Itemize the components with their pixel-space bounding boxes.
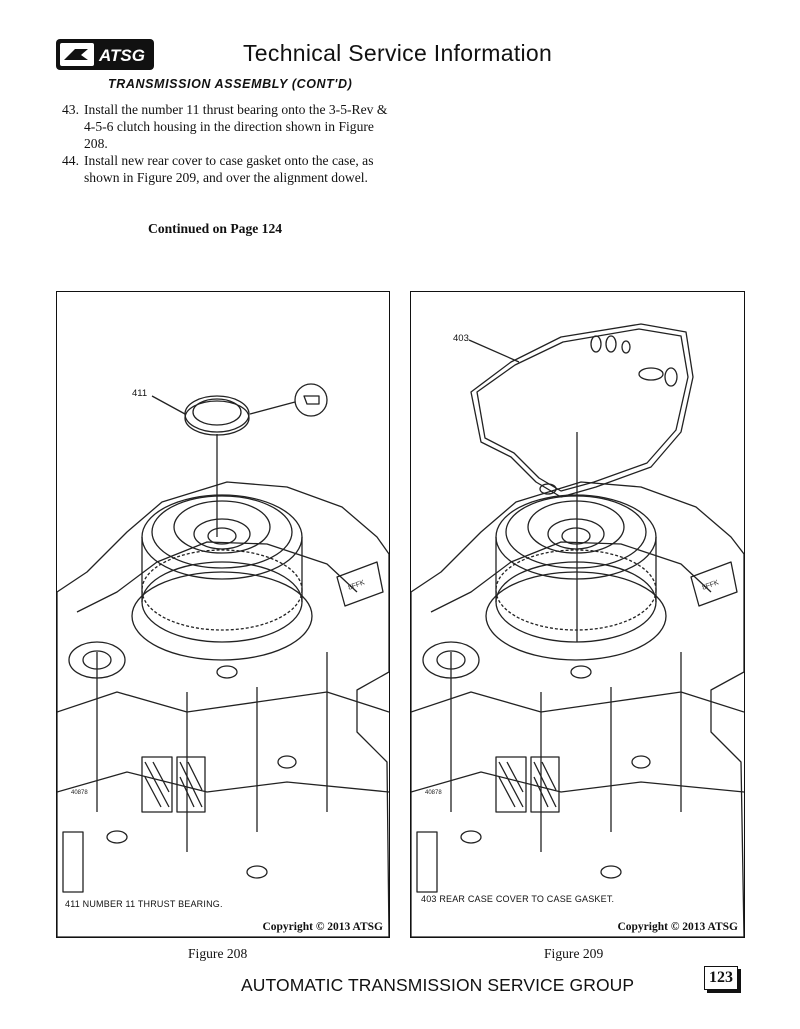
- continued-note: Continued on Page 124: [148, 221, 283, 236]
- page-number: 123: [704, 966, 738, 990]
- transmission-illustration: 8FFK 40878: [57, 383, 389, 937]
- figure-209-panel: 8FFK 40878 403 403 REAR CASE COVER TO CA…: [410, 291, 745, 938]
- step-item: 43. Install the number 11 thrust bearing…: [62, 101, 392, 152]
- step-number: 43.: [62, 102, 79, 117]
- figure-caption: 403 REAR CASE COVER TO CASE GASKET.: [421, 894, 615, 904]
- footer-text: AUTOMATIC TRANSMISSION SERVICE GROUP: [241, 975, 635, 995]
- callout-number: 403: [453, 333, 469, 344]
- page-title: Technical Service Information: [243, 40, 553, 66]
- transmission-illustration: 8FFK 40878: [411, 323, 744, 937]
- plate-label: 8FFK: [347, 579, 366, 592]
- case-stamp: 40878: [425, 790, 442, 796]
- copyright-notice: Copyright © 2013 ATSG: [617, 921, 738, 933]
- atsg-logo: ATSG: [55, 38, 155, 71]
- step-item: 44. Install new rear cover to case gaske…: [62, 152, 392, 186]
- figure-caption: 411 NUMBER 11 THRUST BEARING.: [65, 899, 223, 909]
- figure-label: Figure 209: [544, 946, 604, 961]
- step-text: Install new rear cover to case gasket on…: [84, 153, 374, 185]
- plate-label: 8FFK: [701, 579, 720, 592]
- section-title: TRANSMISSION ASSEMBLY (CONT'D): [108, 77, 353, 91]
- callout-number: 411: [132, 388, 148, 399]
- step-text: Install the number 11 thrust bearing ont…: [84, 102, 388, 151]
- case-stamp: 40878: [71, 790, 88, 796]
- copyright-notice: Copyright © 2013 ATSG: [262, 921, 383, 933]
- figure-208-panel: 8FFK 40878 411 411 NUMBER 11 THRUST BEAR…: [56, 291, 390, 938]
- figure-label: Figure 208: [188, 946, 248, 961]
- logo-text: ATSG: [98, 46, 145, 65]
- step-number: 44.: [62, 153, 79, 168]
